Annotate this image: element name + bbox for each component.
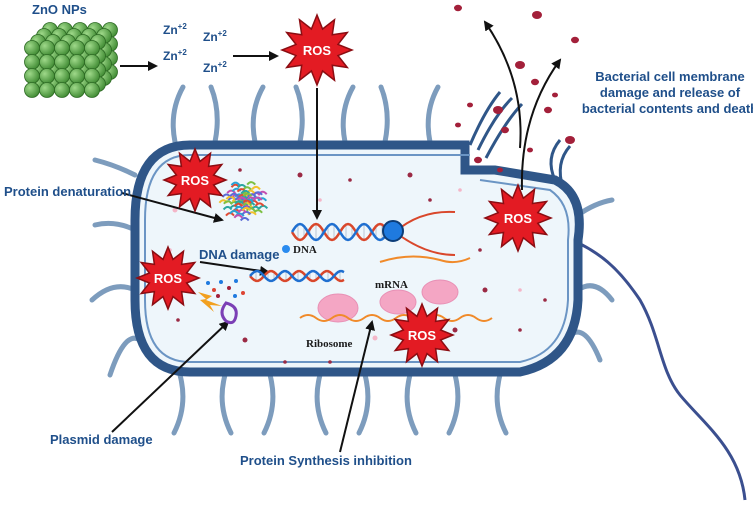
damaged-dna-strand bbox=[249, 269, 345, 283]
cytoplasm-particles bbox=[168, 168, 547, 364]
arrow-plasmid-damage bbox=[111, 320, 230, 433]
ribosome-1 bbox=[317, 293, 359, 323]
ion-label-1: Zn+2 bbox=[163, 22, 187, 37]
arrow-protein-synthesis bbox=[339, 320, 375, 453]
protein-synthesis-label: Protein Synthesis inhibition bbox=[240, 453, 412, 468]
plasmid-damage-label: Plasmid damage bbox=[50, 432, 153, 447]
dna-helix bbox=[290, 222, 390, 242]
replication-fork bbox=[379, 210, 471, 264]
ros-burst-5: ROS bbox=[388, 301, 456, 369]
ion-label-2: Zn+2 bbox=[203, 29, 227, 44]
dna-marker-dot bbox=[282, 245, 290, 253]
ros-burst-1: ROS bbox=[279, 12, 355, 88]
title: ZnO NPs bbox=[32, 2, 87, 17]
polymerase bbox=[382, 220, 404, 242]
dna-label: DNA bbox=[293, 244, 317, 256]
ros-bursts: ROS ROS ROS ROS ROS bbox=[134, 12, 554, 369]
flagellum bbox=[559, 233, 747, 501]
ros-label-2: ROS bbox=[181, 173, 210, 188]
protein-denaturation-label: Protein denaturation bbox=[4, 184, 131, 199]
zno-nanoparticle-cube bbox=[24, 22, 118, 98]
release-arrows bbox=[483, 20, 562, 191]
arrow-protein-denaturation bbox=[121, 192, 224, 223]
release-arrow-2 bbox=[520, 58, 562, 191]
released-contents bbox=[454, 4, 579, 173]
ros-label-4: ROS bbox=[504, 211, 533, 226]
ion-label-3: Zn+2 bbox=[163, 48, 187, 63]
ros-burst-4: ROS bbox=[482, 182, 554, 254]
membrane-label-line-1: Bacterial cell membrane bbox=[595, 69, 745, 84]
membrane-label: Bacterial cell membrane damage and relea… bbox=[582, 69, 753, 116]
lightning-icon bbox=[198, 292, 222, 312]
mrna-label: mRNA bbox=[375, 279, 408, 291]
ion-label-4: Zn+2 bbox=[203, 60, 227, 75]
protein-structure bbox=[218, 181, 269, 222]
ros-label-1: ROS bbox=[303, 43, 332, 58]
membrane-label-line-2: damage and release of bbox=[600, 85, 741, 100]
flow-arrows bbox=[111, 51, 375, 453]
ribosome-3 bbox=[421, 279, 459, 305]
zinc-ions: Zn+2 Zn+2 Zn+2 Zn+2 bbox=[163, 22, 227, 75]
damage-fragments bbox=[206, 279, 245, 298]
pili bbox=[89, 84, 615, 436]
dna-damage-label: DNA damage bbox=[199, 247, 279, 262]
ros-burst-3: ROS bbox=[134, 244, 202, 312]
ros-burst-2: ROS bbox=[161, 146, 229, 214]
mrna-strand bbox=[299, 314, 493, 322]
ribosome-label: Ribosome bbox=[306, 338, 353, 350]
ros-label-5: ROS bbox=[408, 328, 437, 343]
ros-label-3: ROS bbox=[154, 271, 183, 286]
membrane-label-line-3: bacterial contents and death bbox=[582, 101, 753, 116]
release-arrow-1 bbox=[483, 20, 522, 149]
ribosome-2 bbox=[379, 289, 417, 315]
plasmid bbox=[220, 301, 238, 325]
